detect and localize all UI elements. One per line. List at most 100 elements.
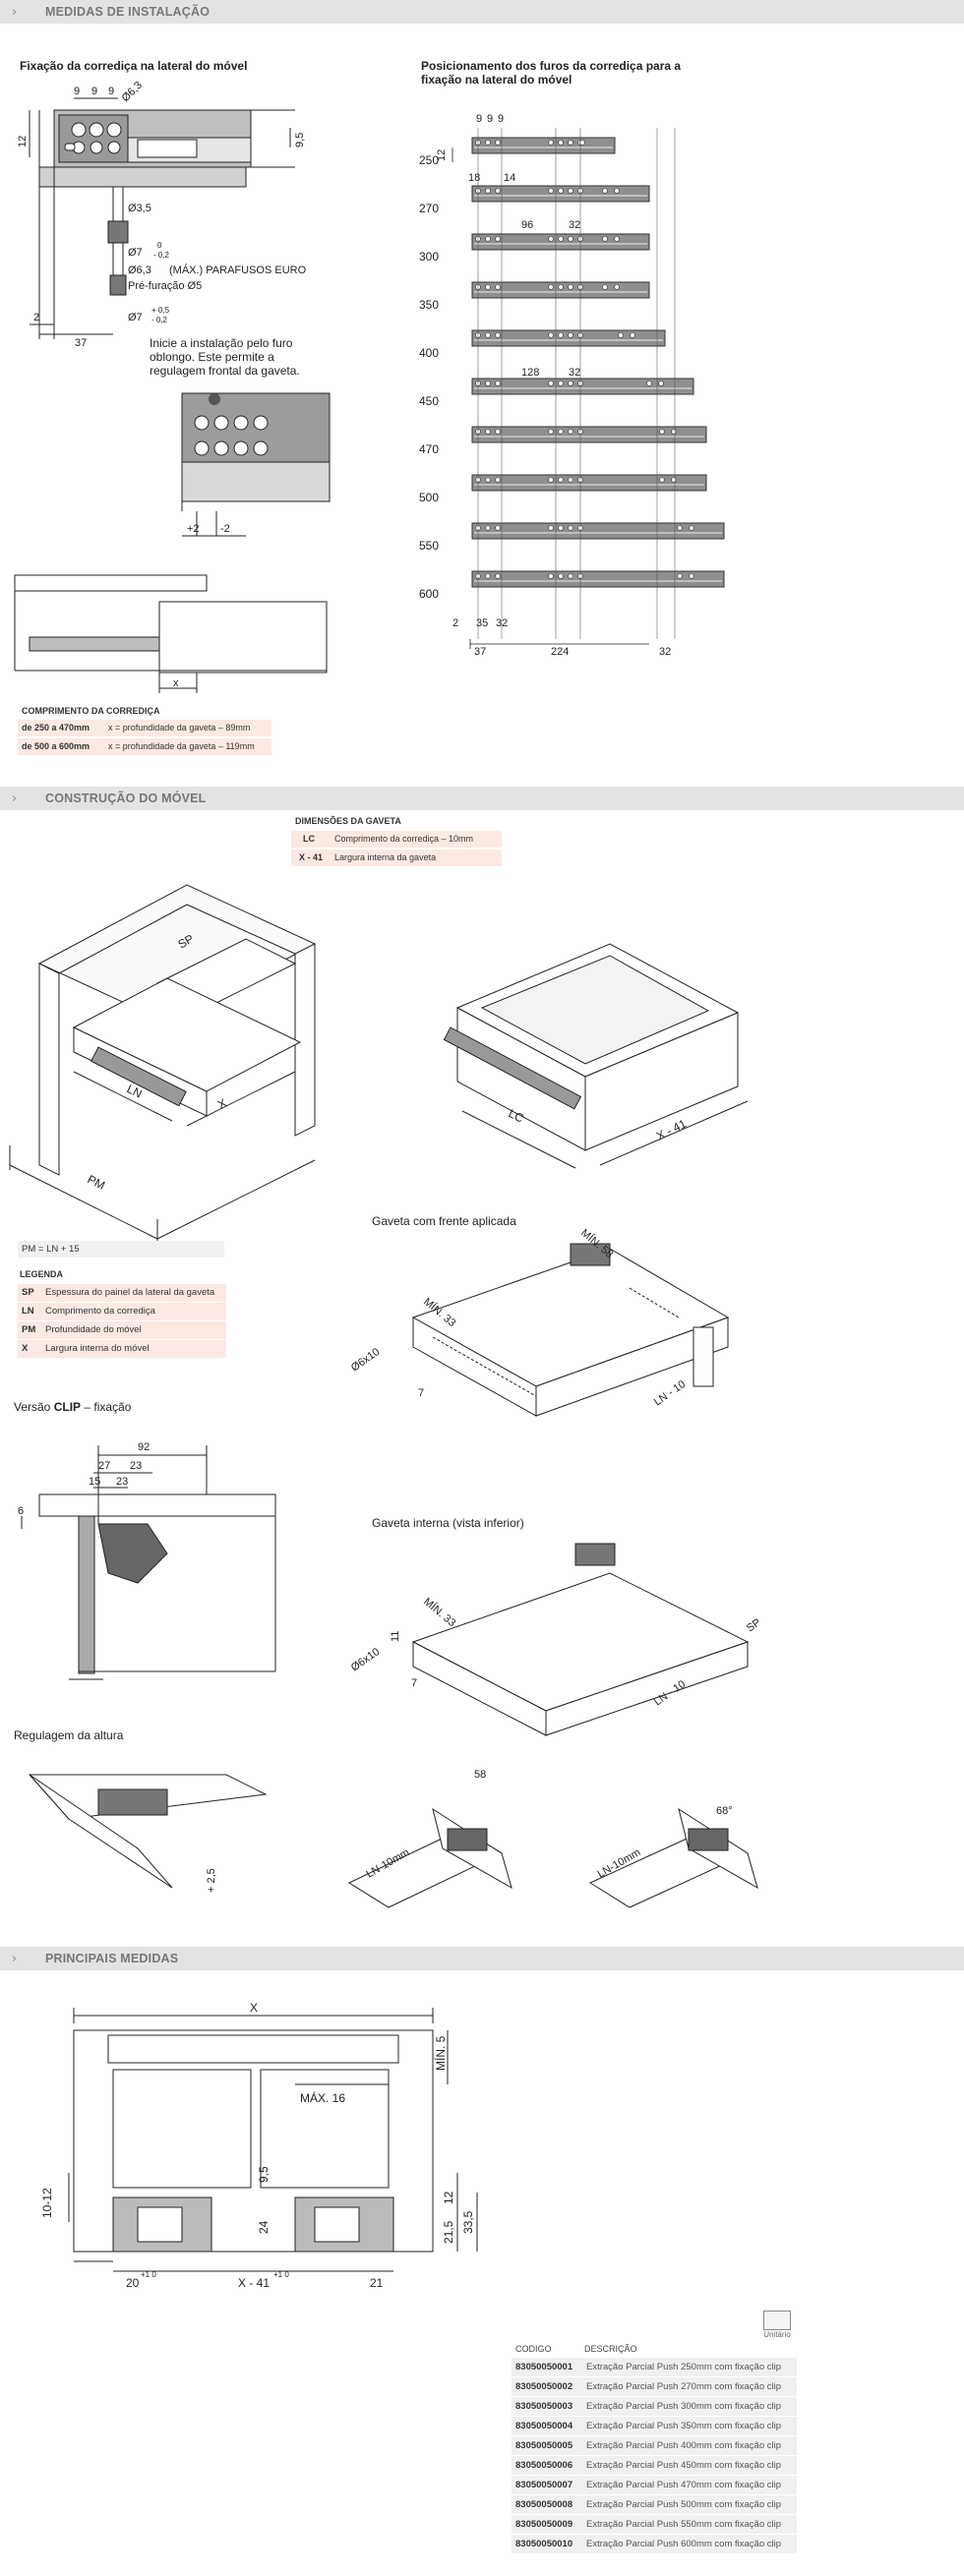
slide-length-label: 350 xyxy=(419,298,439,312)
legend-code: X xyxy=(22,1343,29,1354)
label-lc: LC xyxy=(507,1106,526,1126)
main-95: 9,5 xyxy=(257,2166,271,2183)
slide-length-label: 270 xyxy=(419,202,439,215)
label-ln: LN xyxy=(125,1082,145,1100)
legend-desc: Espessura do painel da lateral da gaveta xyxy=(45,1287,215,1298)
inner-min33: MÍN. 33 xyxy=(421,1595,458,1629)
slide-hole xyxy=(602,188,608,194)
front-drawer-title: Gaveta com frente aplicada xyxy=(372,1214,516,1228)
product-desc: Extração Parcial Push 470mm com fixação … xyxy=(586,2480,781,2490)
hole-dim-32b: 32 xyxy=(569,367,580,379)
product-code: 83050050006 xyxy=(515,2460,573,2471)
main-tol20: +1 0 xyxy=(141,2270,156,2279)
slide-hole xyxy=(689,525,694,531)
slide-hole xyxy=(548,477,554,483)
slide-hole xyxy=(558,573,564,579)
label-x41: X - 41 xyxy=(654,1117,689,1143)
comp-desc: x = profundidade da gaveta – 119mm xyxy=(108,741,255,751)
slide-hole xyxy=(558,140,564,146)
slide-hole xyxy=(568,525,573,531)
main-20: 20 xyxy=(126,2276,140,2290)
product-code: 83050050008 xyxy=(515,2499,573,2510)
comp-title: COMPRIMENTO DA CORREDIÇA xyxy=(22,706,160,716)
slide-hole xyxy=(568,284,573,290)
dim-d7b: Ø7 xyxy=(128,312,143,323)
dim-95: 9,5 xyxy=(294,133,306,147)
adj-minus: -2 xyxy=(220,523,230,535)
slide-hole xyxy=(568,188,573,194)
section-title: PRINCIPAIS MEDIDAS xyxy=(45,1952,179,1965)
legend-code: PM xyxy=(22,1324,36,1335)
install-left-title: Fixação da corrediça na lateral do móvel xyxy=(20,59,248,73)
slide-bar xyxy=(471,378,694,395)
hole-dim-37: 37 xyxy=(474,646,486,658)
hole-dim-32d: 32 xyxy=(659,646,671,658)
product-desc: Extração Parcial Push 550mm com fixação … xyxy=(586,2519,781,2530)
height-68: 68° xyxy=(716,1805,733,1817)
slide-hole xyxy=(558,477,564,483)
construction-drawings: SP LN PM X LC X - 41 xyxy=(9,884,749,1244)
height-plus25: + 2,5 xyxy=(206,1868,217,1893)
slide-hole xyxy=(495,140,501,146)
install-right-title-2: fixação na lateral do móvel xyxy=(421,73,572,87)
dim-pre-drill: Pré-furação Ø5 xyxy=(128,280,202,292)
slide-hole xyxy=(677,573,683,579)
install-note-1: Inicie a instalação pelo furo xyxy=(150,336,293,350)
slide-hole xyxy=(485,573,491,579)
comp-row: de 500 a 600mm x = profundidade da gavet… xyxy=(18,738,271,755)
dim-code: X - 41 xyxy=(299,852,324,862)
hole-dim-9a: 9 xyxy=(476,113,482,125)
product-desc: Extração Parcial Push 250mm com fixação … xyxy=(586,2362,781,2372)
slide-hole xyxy=(495,284,501,290)
dim-row: X - 41 Largura interna da gaveta xyxy=(291,849,502,866)
hole-dim-32a: 32 xyxy=(569,219,580,231)
install-note-2: oblongo. Este permite a xyxy=(150,350,274,364)
slide-hole xyxy=(568,140,573,146)
comp-row: de 250 a 470mm x = profundidade da gavet… xyxy=(18,720,271,736)
dim-desc: Largura interna da gaveta xyxy=(334,852,437,862)
section-header-main-measures: › PRINCIPAIS MEDIDAS xyxy=(0,1947,964,1970)
slide-hole xyxy=(548,429,554,435)
dim-2: 2 xyxy=(33,312,39,323)
main-24: 24 xyxy=(257,2220,271,2234)
clip-23a: 23 xyxy=(130,1460,142,1472)
pm-formula: PM = LN + 15 xyxy=(18,1241,224,1258)
hole-dim-14: 14 xyxy=(504,172,515,184)
slide-hole xyxy=(548,236,554,242)
clip-27: 27 xyxy=(98,1460,110,1472)
slide-hole xyxy=(614,236,620,242)
dim-tol2-top: + 0,5 xyxy=(151,306,170,315)
product-desc: Extração Parcial Push 500mm com fixação … xyxy=(586,2499,781,2510)
slide-hole xyxy=(558,429,564,435)
height-58: 58 xyxy=(474,1769,486,1781)
chevron-right-icon: › xyxy=(12,5,18,20)
dim-code: LC xyxy=(303,834,315,844)
main-21: 21 xyxy=(370,2276,384,2290)
product-code: 83050050004 xyxy=(515,2421,573,2431)
legend-row: X Largura interna do móvel xyxy=(18,1340,226,1358)
clip-title-bold: CLIP xyxy=(53,1400,82,1414)
dim-d63b: Ø6,3 xyxy=(128,264,151,276)
inner-sp: SP xyxy=(745,1616,763,1634)
main-215: 21,5 xyxy=(442,2220,455,2244)
x-label: x xyxy=(173,677,179,689)
slide-hole xyxy=(495,188,501,194)
slide-hole xyxy=(548,284,554,290)
clip-title: Versão CLIP – fixação xyxy=(14,1400,131,1415)
product-code: 83050050010 xyxy=(515,2539,573,2549)
main-min5: MÍN. 5 xyxy=(433,2035,448,2071)
slide-bar xyxy=(471,522,725,540)
legend-row: PM Profundidade do móvel xyxy=(18,1321,226,1339)
slide-hole xyxy=(485,429,491,435)
main-x: X xyxy=(250,2001,258,2015)
dim-max-screws: (MÁX.) PARAFUSOS EURO xyxy=(169,263,307,276)
dim-row: LC Comprimento da corrediça – 10mm xyxy=(291,831,502,848)
slide-hole xyxy=(602,284,608,290)
dim-12: 12 xyxy=(17,136,29,147)
hole-dim-32c: 32 xyxy=(496,617,508,629)
slide-hole xyxy=(659,429,665,435)
